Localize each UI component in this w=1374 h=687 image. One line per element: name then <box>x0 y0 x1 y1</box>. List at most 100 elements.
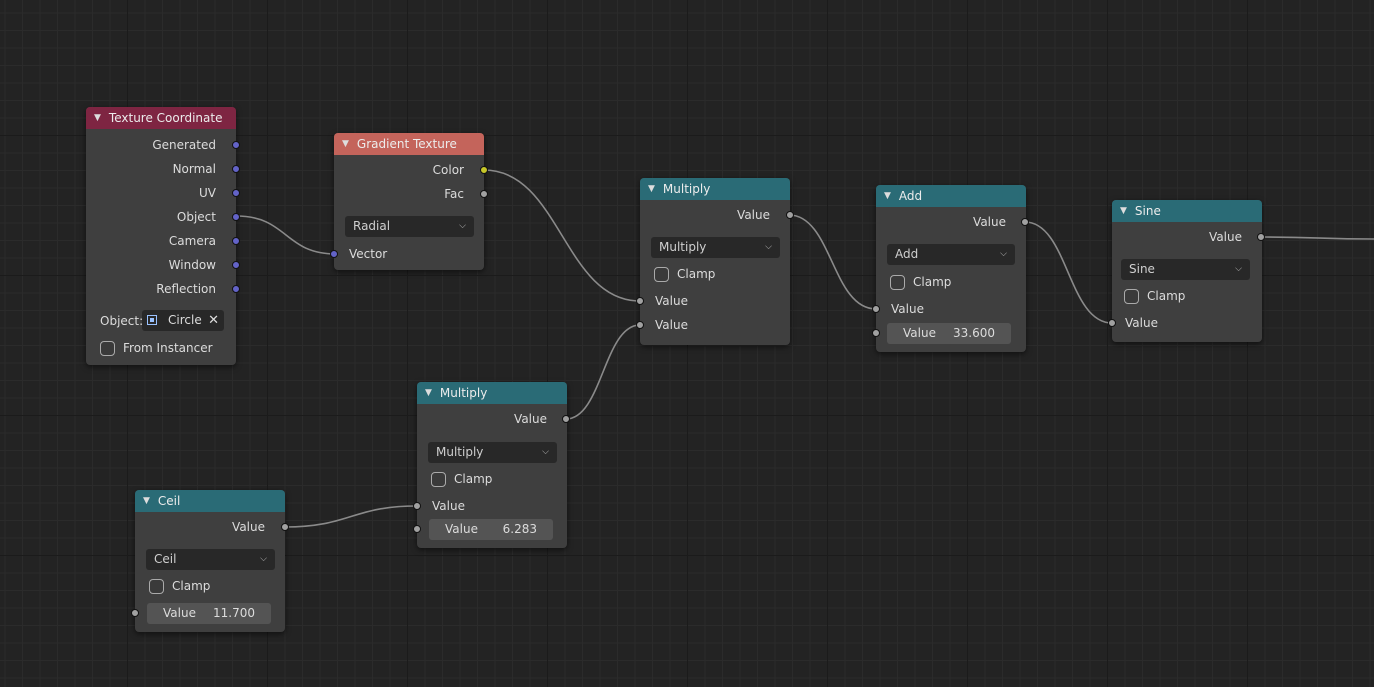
node-gradient-texture[interactable]: ▼ Gradient Texture Color Fac Radial ⌵ Ve… <box>330 133 488 270</box>
node-title: Ceil <box>157 494 181 508</box>
checkbox-box[interactable] <box>100 340 115 356</box>
field-value: 11.700 <box>213 606 255 620</box>
checkbox-label: Clamp <box>172 579 211 593</box>
field-value: 33.600 <box>953 326 995 340</box>
link-add-to-sine <box>1024 221 1113 324</box>
socket-input-value[interactable] <box>1108 319 1116 327</box>
socket-output-value[interactable] <box>1021 218 1029 226</box>
collapse-triangle-icon[interactable]: ▼ <box>1120 206 1127 216</box>
node-header[interactable]: ▼ Sine <box>1112 200 1262 222</box>
link-sine-out <box>1260 236 1374 240</box>
socket-output-value[interactable] <box>562 415 570 423</box>
socket-input-value-1[interactable] <box>872 305 880 313</box>
node-ceil[interactable]: ▼ Ceil Value Ceil ⌵ Clamp Value 11.700 <box>131 490 289 632</box>
clear-x-icon[interactable]: ✕ <box>208 313 219 328</box>
chevron-down-icon: ⌵ <box>459 221 466 231</box>
operation-dropdown[interactable]: Add ⌵ <box>887 244 1015 265</box>
node-header[interactable]: ▼ Ceil <box>135 490 285 512</box>
socket-camera[interactable] <box>232 237 240 245</box>
socket-input-value-2[interactable] <box>636 321 644 329</box>
value-field[interactable]: Value 33.600 <box>887 323 1011 344</box>
link-object-to-vector <box>235 215 337 255</box>
operation-dropdown[interactable]: Multiply ⌵ <box>651 237 780 258</box>
socket-input-value[interactable] <box>131 609 139 617</box>
clamp-checkbox[interactable]: Clamp <box>1124 286 1185 306</box>
node-header[interactable]: ▼ Multiply <box>417 382 567 404</box>
socket-input-value-2[interactable] <box>872 329 880 337</box>
object-icon <box>147 315 157 325</box>
dropdown-value: Multiply <box>436 445 484 459</box>
collapse-triangle-icon[interactable]: ▼ <box>143 496 150 506</box>
socket-vector[interactable] <box>330 250 338 258</box>
node-header[interactable]: ▼ Multiply <box>640 178 790 200</box>
output-uv: UV <box>199 186 216 200</box>
collapse-triangle-icon[interactable]: ▼ <box>425 388 432 398</box>
node-sine[interactable]: ▼ Sine Value Sine ⌵ Clamp Value <box>1108 200 1265 342</box>
operation-dropdown[interactable]: Ceil ⌵ <box>146 549 275 570</box>
socket-generated[interactable] <box>232 141 240 149</box>
from-instancer-checkbox[interactable]: From Instancer <box>100 338 213 358</box>
chevron-down-icon: ⌵ <box>542 447 549 457</box>
node-header[interactable]: ▼ Texture Coordinate <box>86 107 236 129</box>
gradient-type-dropdown[interactable]: Radial ⌵ <box>345 216 474 237</box>
object-selector[interactable]: Circle ✕ <box>142 310 224 331</box>
socket-output-value[interactable] <box>281 523 289 531</box>
socket-output-value[interactable] <box>786 211 794 219</box>
output-generated: Generated <box>152 138 216 152</box>
chevron-down-icon: ⌵ <box>765 242 772 252</box>
checkbox-label: From Instancer <box>123 341 213 355</box>
clamp-checkbox[interactable]: Clamp <box>654 264 715 284</box>
value-field[interactable]: Value 6.283 <box>429 519 553 540</box>
output-reflection: Reflection <box>156 282 216 296</box>
socket-normal[interactable] <box>232 165 240 173</box>
node-multiply-bottom[interactable]: ▼ Multiply Value Multiply ⌵ Clamp Value … <box>413 382 570 548</box>
checkbox-box[interactable] <box>431 471 446 487</box>
checkbox-box[interactable] <box>149 578 164 594</box>
socket-reflection[interactable] <box>232 285 240 293</box>
object-value: Circle <box>168 313 202 327</box>
socket-fac[interactable] <box>480 190 488 198</box>
output-fac: Fac <box>444 187 464 201</box>
collapse-triangle-icon[interactable]: ▼ <box>94 113 101 123</box>
field-value: 6.283 <box>502 522 537 536</box>
output-value: Value <box>232 520 265 534</box>
output-value: Value <box>1209 230 1242 244</box>
checkbox-box[interactable] <box>890 274 905 290</box>
collapse-triangle-icon[interactable]: ▼ <box>648 184 655 194</box>
checkbox-label: Clamp <box>454 472 493 486</box>
chevron-down-icon: ⌵ <box>260 554 267 564</box>
socket-uv[interactable] <box>232 189 240 197</box>
clamp-checkbox[interactable]: Clamp <box>890 272 951 292</box>
operation-dropdown[interactable]: Sine ⌵ <box>1121 259 1250 280</box>
collapse-triangle-icon[interactable]: ▼ <box>342 139 349 149</box>
operation-dropdown[interactable]: Multiply ⌵ <box>428 442 557 463</box>
chevron-down-icon: ⌵ <box>1235 264 1242 274</box>
output-window: Window <box>168 258 216 272</box>
node-multiply-top[interactable]: ▼ Multiply Value Multiply ⌵ Clamp Value … <box>636 178 794 345</box>
socket-color[interactable] <box>480 166 488 174</box>
socket-output-value[interactable] <box>1257 233 1265 241</box>
output-value: Value <box>973 215 1006 229</box>
input-value-2: Value <box>655 318 688 332</box>
socket-input-value-1[interactable] <box>413 502 421 510</box>
socket-input-value-2[interactable] <box>413 525 421 533</box>
node-header[interactable]: ▼ Add <box>876 185 1026 207</box>
output-value: Value <box>737 208 770 222</box>
clamp-checkbox[interactable]: Clamp <box>431 469 492 489</box>
clamp-checkbox[interactable]: Clamp <box>149 576 210 596</box>
value-field[interactable]: Value 11.700 <box>147 603 271 624</box>
node-add[interactable]: ▼ Add Value Add ⌵ Clamp Value Value 33.6… <box>872 185 1029 352</box>
node-texture-coordinate[interactable]: ▼ Texture Coordinate Generated Normal UV… <box>86 107 240 365</box>
checkbox-box[interactable] <box>654 266 669 282</box>
socket-input-value-1[interactable] <box>636 297 644 305</box>
node-header[interactable]: ▼ Gradient Texture <box>334 133 484 155</box>
socket-object[interactable] <box>232 213 240 221</box>
field-label: Value <box>163 606 196 620</box>
collapse-triangle-icon[interactable]: ▼ <box>884 191 891 201</box>
checkbox-label: Clamp <box>913 275 952 289</box>
input-vector: Vector <box>349 247 388 261</box>
output-object: Object <box>176 210 216 224</box>
dropdown-value: Radial <box>353 219 391 233</box>
checkbox-box[interactable] <box>1124 288 1139 304</box>
socket-window[interactable] <box>232 261 240 269</box>
